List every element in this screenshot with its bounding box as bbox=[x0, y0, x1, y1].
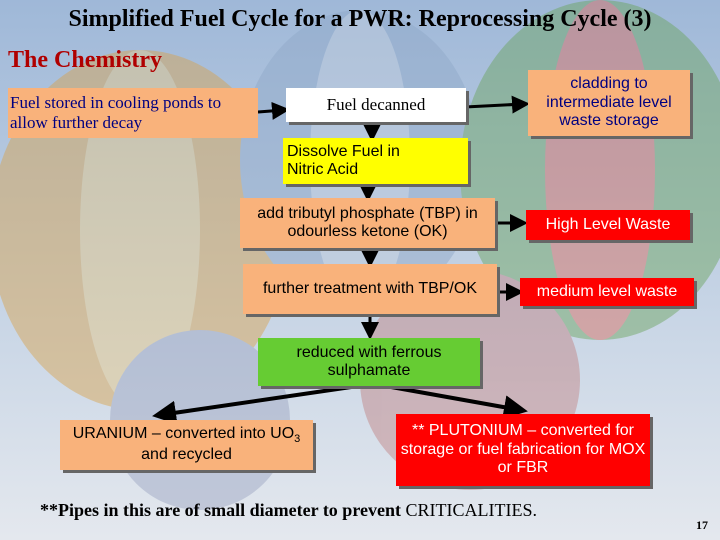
arrow-decanned-to-cladding bbox=[464, 95, 530, 114]
cooling-ponds-label: Fuel stored in cooling ponds to allow fu… bbox=[10, 93, 222, 132]
further-treatment-label: further treatment with TBP/OK bbox=[262, 279, 477, 297]
uranium-box: URANIUM – converted into UO3 and recycle… bbox=[60, 420, 313, 470]
fuel-decanned-box: Fuel decanned bbox=[286, 88, 466, 122]
medium-level-waste-box: medium level waste bbox=[520, 278, 694, 306]
dissolve-label: Dissolve Fuel in Nitric Acid bbox=[287, 142, 400, 178]
page-title: Simplified Fuel Cycle for a PWR: Reproce… bbox=[68, 6, 652, 32]
criticality-footnote: **Pipes in this are of small diameter to… bbox=[40, 500, 537, 521]
ferrous-sulphamate-box: reduced with ferrous sulphamate bbox=[258, 338, 480, 386]
tbp-box: add tributyl phosphate (TBP) in odourles… bbox=[240, 198, 495, 248]
cooling-ponds-box: Fuel stored in cooling ponds to allow fu… bbox=[8, 88, 258, 138]
ferrous-sulphamate-label: reduced with ferrous sulphamate bbox=[296, 343, 442, 379]
arrow-reduced-to-plutonium bbox=[379, 383, 528, 420]
uranium-label-tail: and recycled bbox=[141, 446, 232, 464]
cladding-box: cladding to intermediate level waste sto… bbox=[528, 70, 690, 136]
high-level-waste-label: High Level Waste bbox=[545, 215, 671, 233]
footnote-criticalities: CRITICALITIES. bbox=[405, 500, 537, 520]
page-number: 17 bbox=[696, 518, 708, 532]
cladding-label: cladding to intermediate level waste sto… bbox=[546, 75, 672, 130]
fuel-decanned-label: Fuel decanned bbox=[326, 95, 426, 115]
page-subtitle: The Chemistry bbox=[8, 47, 162, 73]
uranium-label-subscript: 3 bbox=[294, 433, 301, 446]
uranium-label-main: URANIUM – converted into UO bbox=[72, 425, 295, 443]
medium-level-waste-label: medium level waste bbox=[536, 282, 678, 300]
arrow-reduced-to-uranium bbox=[152, 383, 366, 425]
arrow-cooling-to-decanned bbox=[257, 101, 290, 120]
further-treatment-box: further treatment with TBP/OK bbox=[243, 264, 497, 314]
tbp-label: add tributyl phosphate (TBP) in odourles… bbox=[257, 204, 478, 240]
plutonium-box: ** PLUTONIUM – converted for storage or … bbox=[396, 414, 650, 486]
uranium-label: URANIUM – converted into UO3 and recycle… bbox=[60, 425, 313, 464]
high-level-waste-box: High Level Waste bbox=[526, 210, 690, 240]
dissolve-box: Dissolve Fuel in Nitric Acid bbox=[283, 138, 468, 184]
footnote-main: **Pipes in this are of small diameter to… bbox=[40, 500, 406, 520]
plutonium-label: ** PLUTONIUM – converted for storage or … bbox=[400, 422, 646, 477]
